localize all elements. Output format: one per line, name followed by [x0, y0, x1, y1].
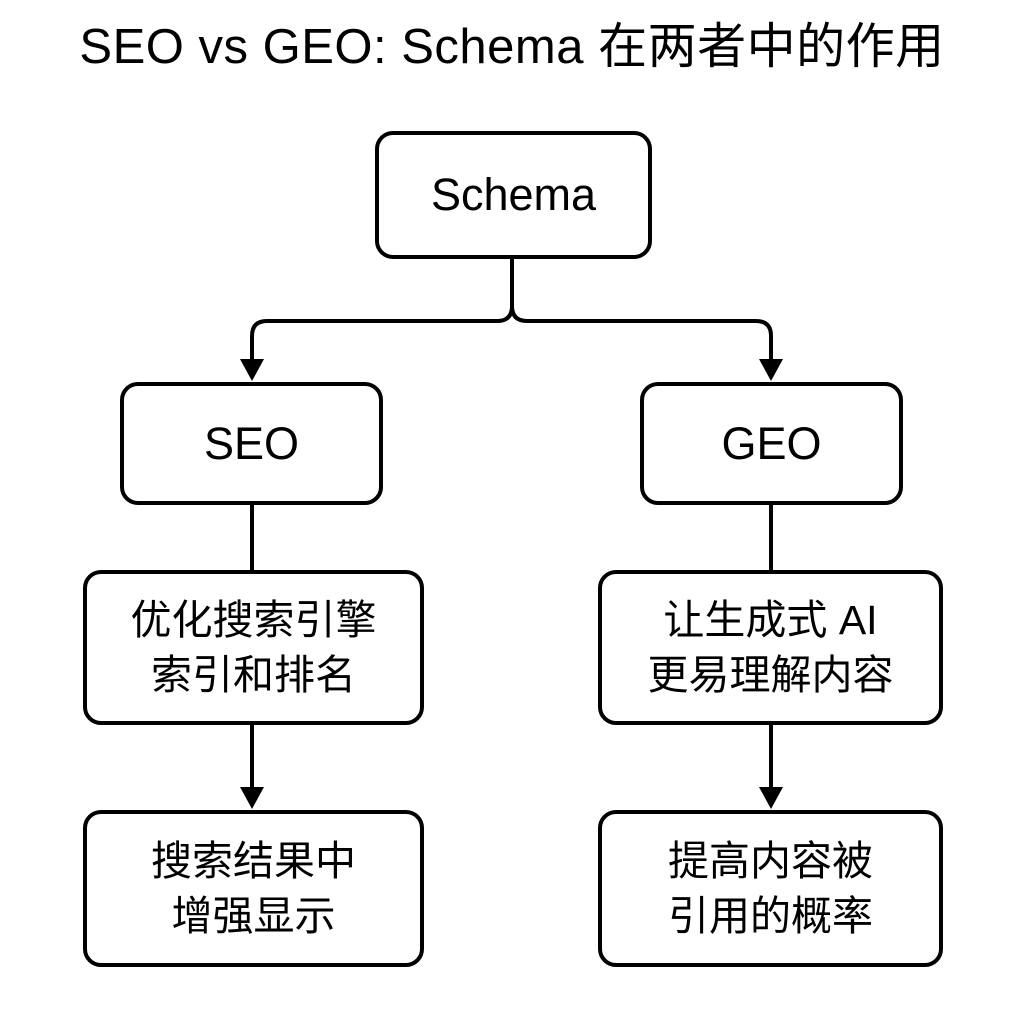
seo-role-line1: 优化搜索引擎 — [130, 596, 377, 643]
arrowhead-seorole-seoresult — [240, 787, 264, 809]
geo-node: GEO — [640, 382, 903, 505]
geo-role-line1: 让生成式 AI — [663, 596, 878, 643]
geo-role-line2: 更易理解内容 — [647, 651, 894, 698]
arrowhead-schema-geo — [759, 359, 783, 381]
seo-result-line1: 搜索结果中 — [151, 837, 356, 884]
schema-node: Schema — [375, 131, 652, 259]
seo-result-line2: 增强显示 — [171, 892, 336, 939]
arrowhead-schema-seo — [240, 359, 264, 381]
seo-node: SEO — [120, 382, 383, 505]
arrowhead-georole-georesult — [759, 787, 783, 809]
edge-schema-geo — [510, 259, 773, 362]
seo-role-node: 优化搜索引擎 索引和排名 — [83, 570, 424, 725]
seo-role-line2: 索引和排名 — [151, 651, 356, 698]
geo-result-node: 提高内容被 引用的概率 — [598, 810, 943, 967]
edge-schema-seo — [250, 259, 514, 362]
geo-result-line2: 引用的概率 — [668, 892, 873, 939]
seo-result-node: 搜索结果中 增强显示 — [83, 810, 424, 967]
geo-node-label: GEO — [721, 417, 822, 469]
geo-result-line1: 提高内容被 — [668, 837, 873, 884]
schema-node-label: Schema — [430, 169, 597, 221]
seo-node-label: SEO — [203, 417, 300, 469]
geo-role-node: 让生成式 AI 更易理解内容 — [598, 570, 943, 725]
diagram-title: SEO vs GEO: Schema 在两者中的作用 — [79, 20, 945, 74]
